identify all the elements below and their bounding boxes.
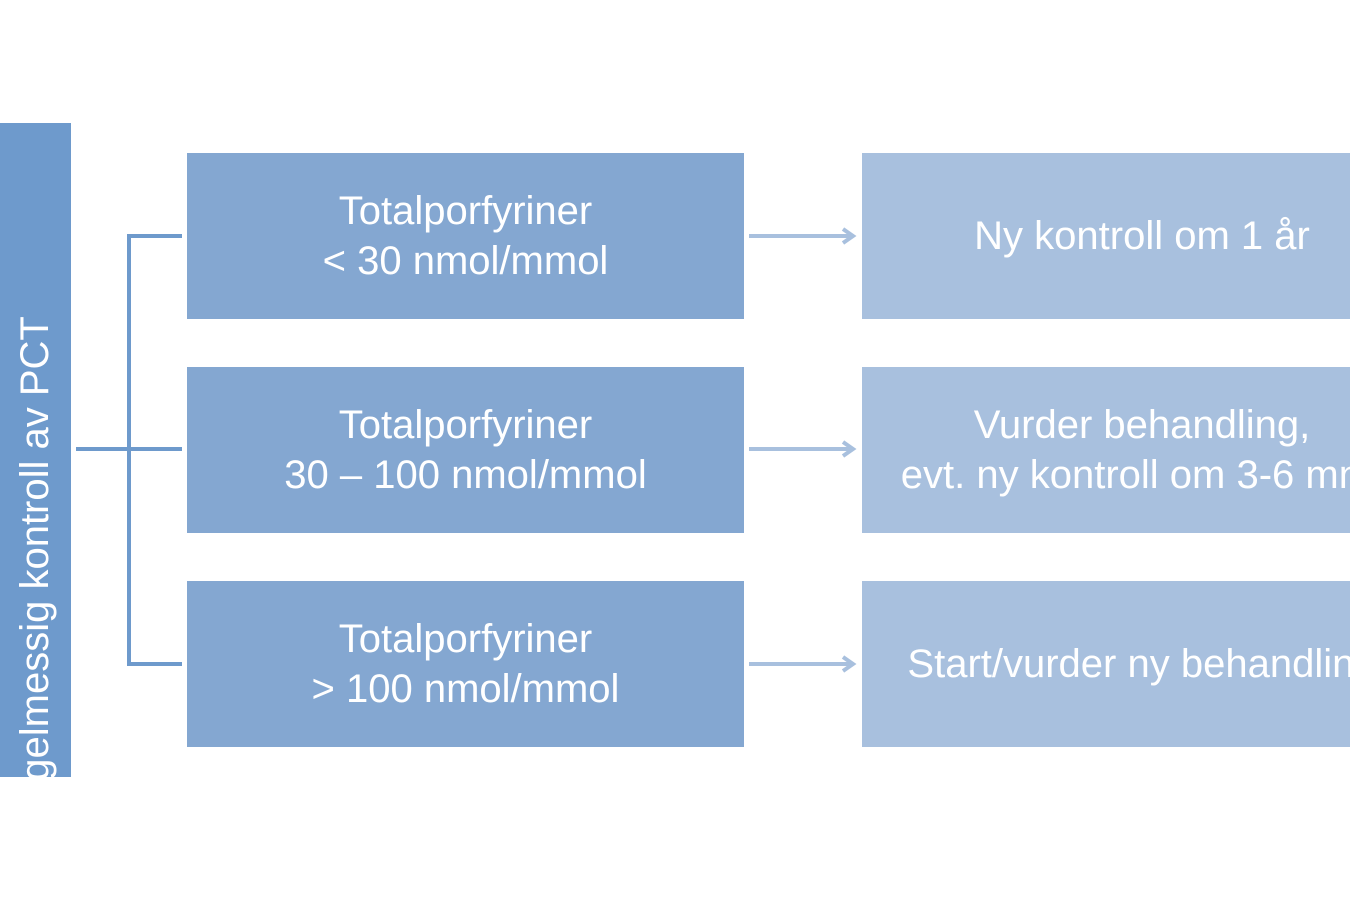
measure-box-high: Totalporfyriner > 100 nmol/mmol [187,581,744,747]
measure-box-low: Totalporfyriner < 30 nmol/mmol [187,153,744,319]
arrow-2 [749,440,857,458]
action-box-text-line2: evt. ny kontroll om 3-6 mnd [900,453,1350,497]
action-box-low: Ny kontroll om 1 år [862,153,1350,319]
side-label-bar: Regelmessig kontroll av PCT [0,123,71,777]
measure-box-range: < 30 nmol/mmol [322,239,609,283]
measure-box-title: Totalporfyriner [338,189,593,233]
measure-box-range: 30 – 100 nmol/mmol [284,453,647,497]
measure-box-mid: Totalporfyriner 30 – 100 nmol/mmol [187,367,744,533]
measure-box-title: Totalporfyriner [338,403,593,447]
measure-box-title: Totalporfyriner [338,617,593,661]
action-box-text-line1: Vurder behandling, [973,403,1311,447]
action-box-text: Ny kontroll om 1 år [974,214,1310,258]
action-box-text: Start/vurder ny behandling [907,642,1350,686]
arrow-1 [749,227,857,245]
action-box-mid: Vurder behandling, evt. ny kontroll om 3… [862,367,1350,533]
bracket-connector [76,234,182,666]
action-box-high: Start/vurder ny behandling [862,581,1350,747]
arrow-3 [749,655,857,673]
measure-box-range: > 100 nmol/mmol [311,667,620,711]
